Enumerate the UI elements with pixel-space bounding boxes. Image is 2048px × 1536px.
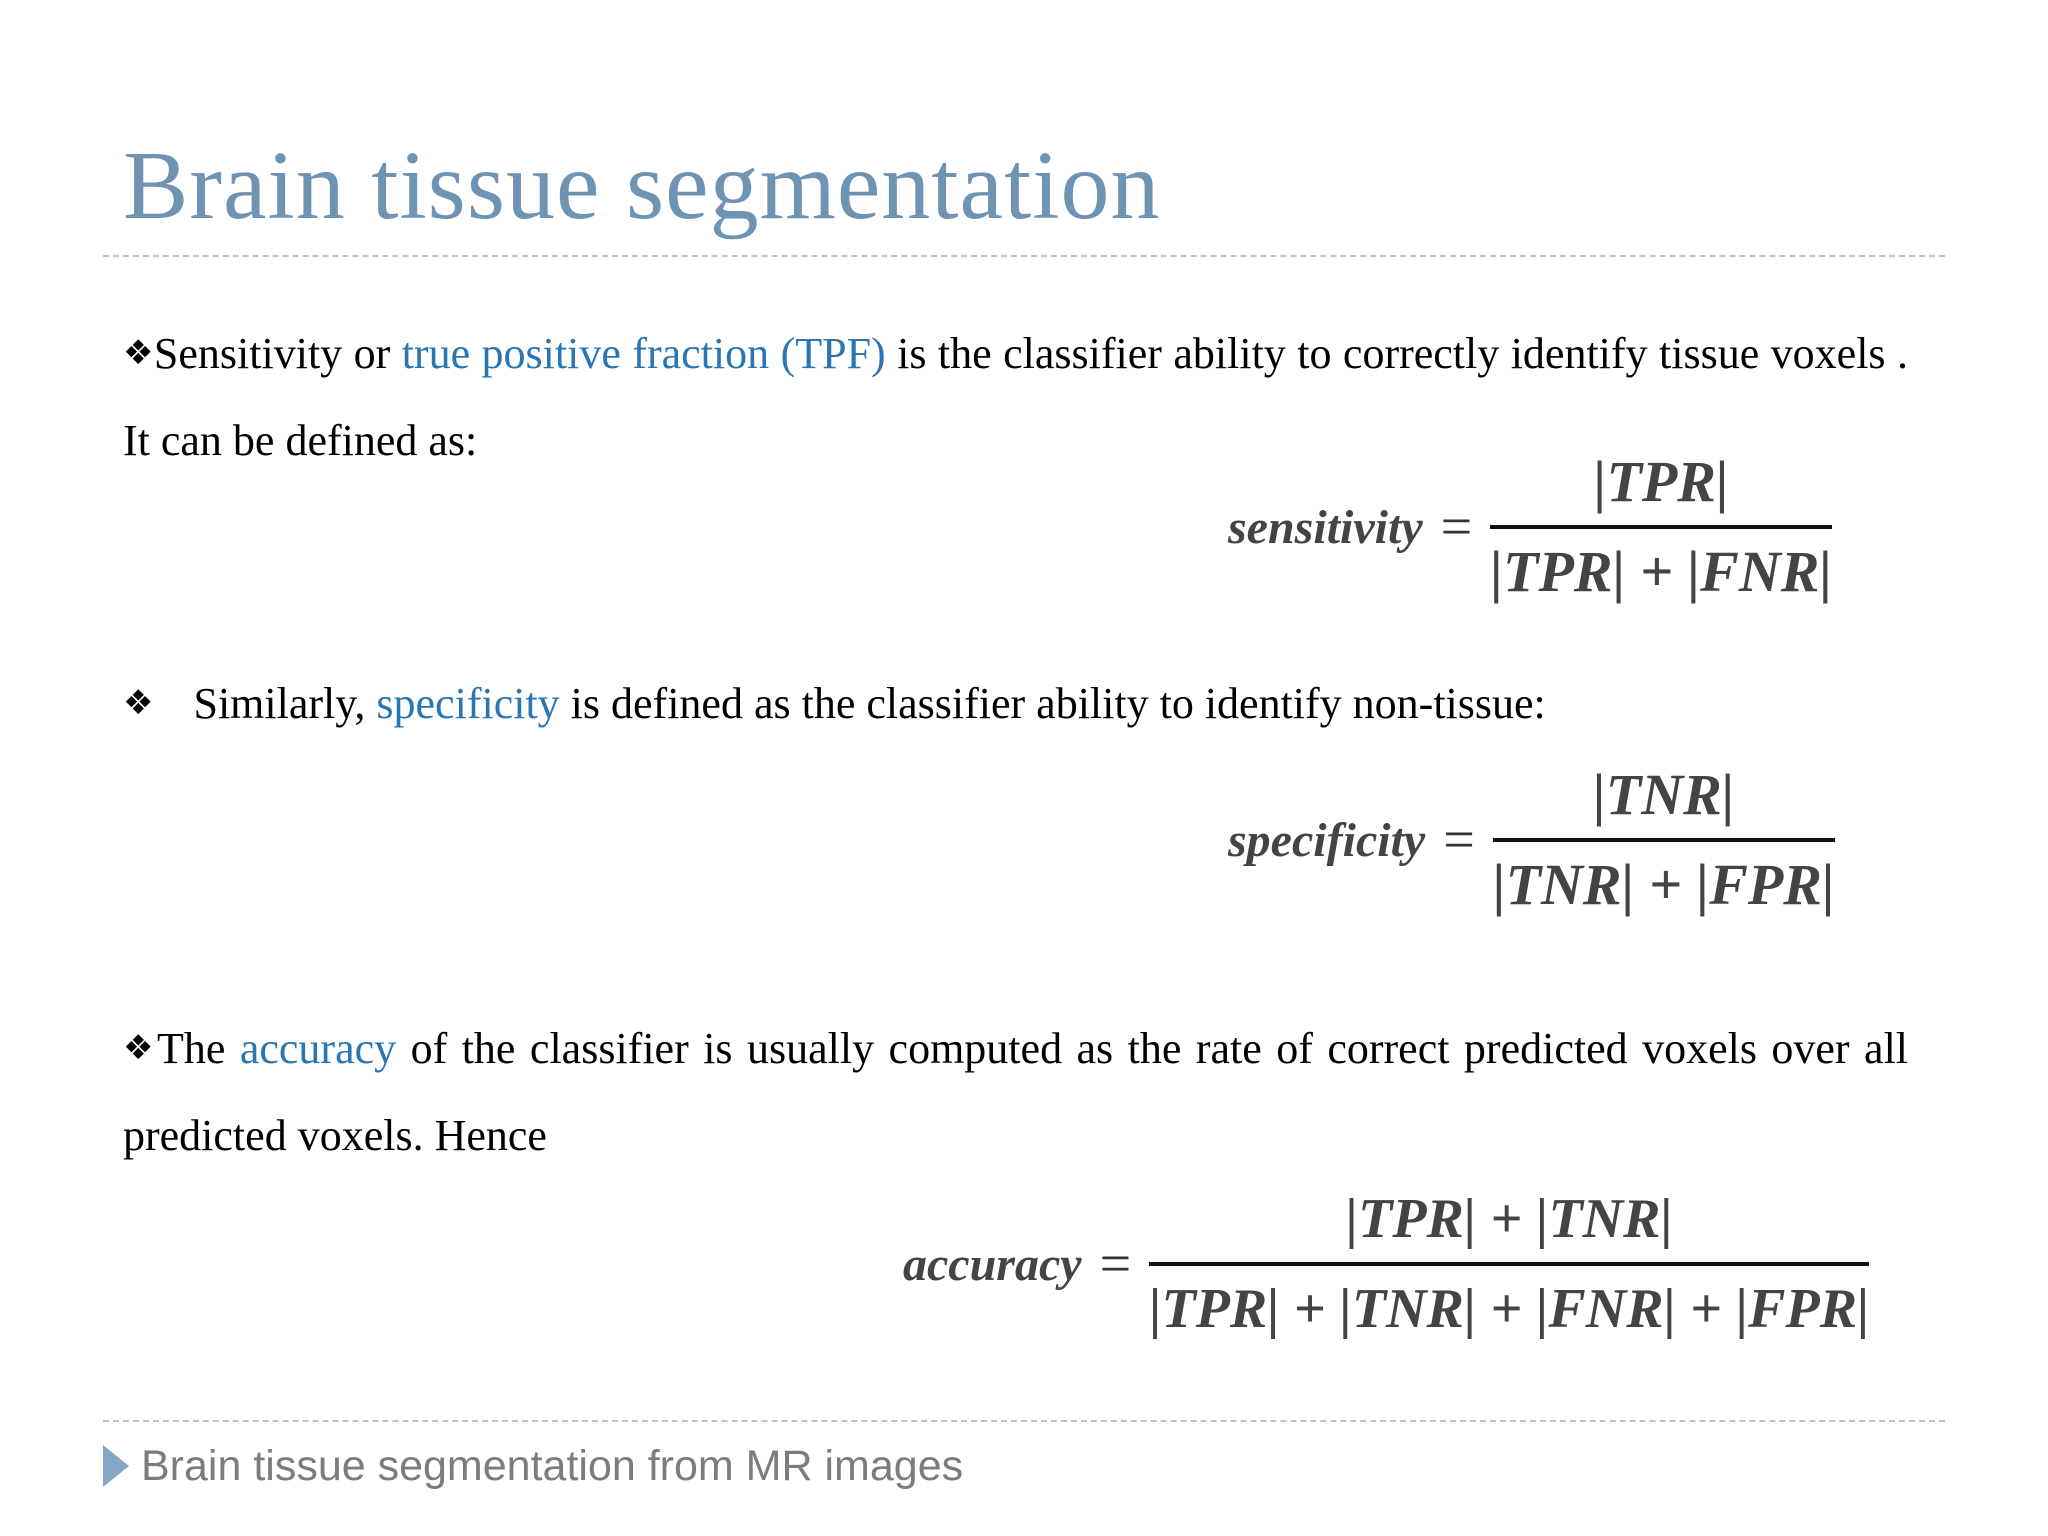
title-divider bbox=[103, 255, 1945, 257]
formula-lhs: accuracy bbox=[903, 1237, 1082, 1291]
paragraph-text: is defined as the classifier ability to … bbox=[559, 679, 1546, 728]
footer-text: Brain tissue segmentation from MR images bbox=[141, 1441, 964, 1490]
highlight-term: true positive fraction (TPF) bbox=[401, 329, 886, 378]
diamond-bullet-icon: ❖ bbox=[123, 1028, 157, 1068]
fraction: |TPR| |TPR| + |FNR| bbox=[1490, 445, 1833, 609]
footer-divider bbox=[103, 1420, 1945, 1422]
formula-lhs: sensitivity bbox=[1228, 500, 1423, 554]
specificity-formula: specificity = |TNR| |TNR| + |FPR| bbox=[1228, 758, 1835, 922]
paragraph-accuracy: ❖The accuracy of the classifier is usual… bbox=[123, 1005, 1908, 1179]
paragraph-text: is the classifier ability to correctly i… bbox=[123, 329, 1908, 465]
diamond-bullet-icon: ❖ bbox=[123, 333, 154, 373]
paragraph-text: Similarly, bbox=[193, 679, 377, 728]
fraction: |TPR| + |TNR| |TPR| + |TNR| + |FNR| + |F… bbox=[1149, 1182, 1870, 1346]
paragraph-text: Sensitivity or bbox=[153, 329, 402, 378]
highlight-term: specificity bbox=[376, 679, 560, 728]
fraction-bar bbox=[1149, 1262, 1870, 1266]
paragraph-text: The bbox=[156, 1024, 240, 1073]
paragraph-text: of the classifier is usually computed as… bbox=[123, 1024, 1909, 1160]
paragraph-sensitivity: ❖Sensitivity or true positive fraction (… bbox=[123, 310, 1908, 484]
slide-footer: Brain tissue segmentation from MR images bbox=[103, 1436, 963, 1496]
numerator: |TNR| bbox=[1593, 762, 1735, 827]
numerator: |TPR| bbox=[1593, 449, 1729, 514]
slide-title: Brain tissue segmentation bbox=[123, 132, 1161, 240]
equals-sign: = bbox=[1099, 1233, 1132, 1295]
equals-sign: = bbox=[1443, 809, 1475, 871]
denominator: |TPR| + |TNR| + |FNR| + |FPR| bbox=[1149, 1278, 1870, 1340]
denominator: |TPR| + |FNR| bbox=[1490, 539, 1833, 604]
fraction: |TNR| |TNR| + |FPR| bbox=[1492, 758, 1835, 922]
diamond-bullet-icon: ❖ bbox=[123, 683, 154, 723]
numerator: |TPR| + |TNR| bbox=[1345, 1188, 1673, 1250]
accuracy-formula: accuracy = |TPR| + |TNR| |TPR| + |TNR| +… bbox=[903, 1182, 1870, 1346]
denominator: |TNR| + |FPR| bbox=[1492, 852, 1835, 917]
sensitivity-formula: sensitivity = |TPR| |TPR| + |FNR| bbox=[1228, 445, 1833, 609]
highlight-term: accuracy bbox=[239, 1024, 397, 1073]
fraction-bar bbox=[1490, 525, 1833, 529]
paragraph-specificity: ❖ Similarly, specificity is defined as th… bbox=[123, 660, 1908, 747]
equals-sign: = bbox=[1440, 496, 1473, 558]
fraction-bar bbox=[1492, 838, 1835, 842]
formula-lhs: specificity bbox=[1228, 813, 1426, 867]
triangle-arrow-icon bbox=[103, 1445, 129, 1487]
